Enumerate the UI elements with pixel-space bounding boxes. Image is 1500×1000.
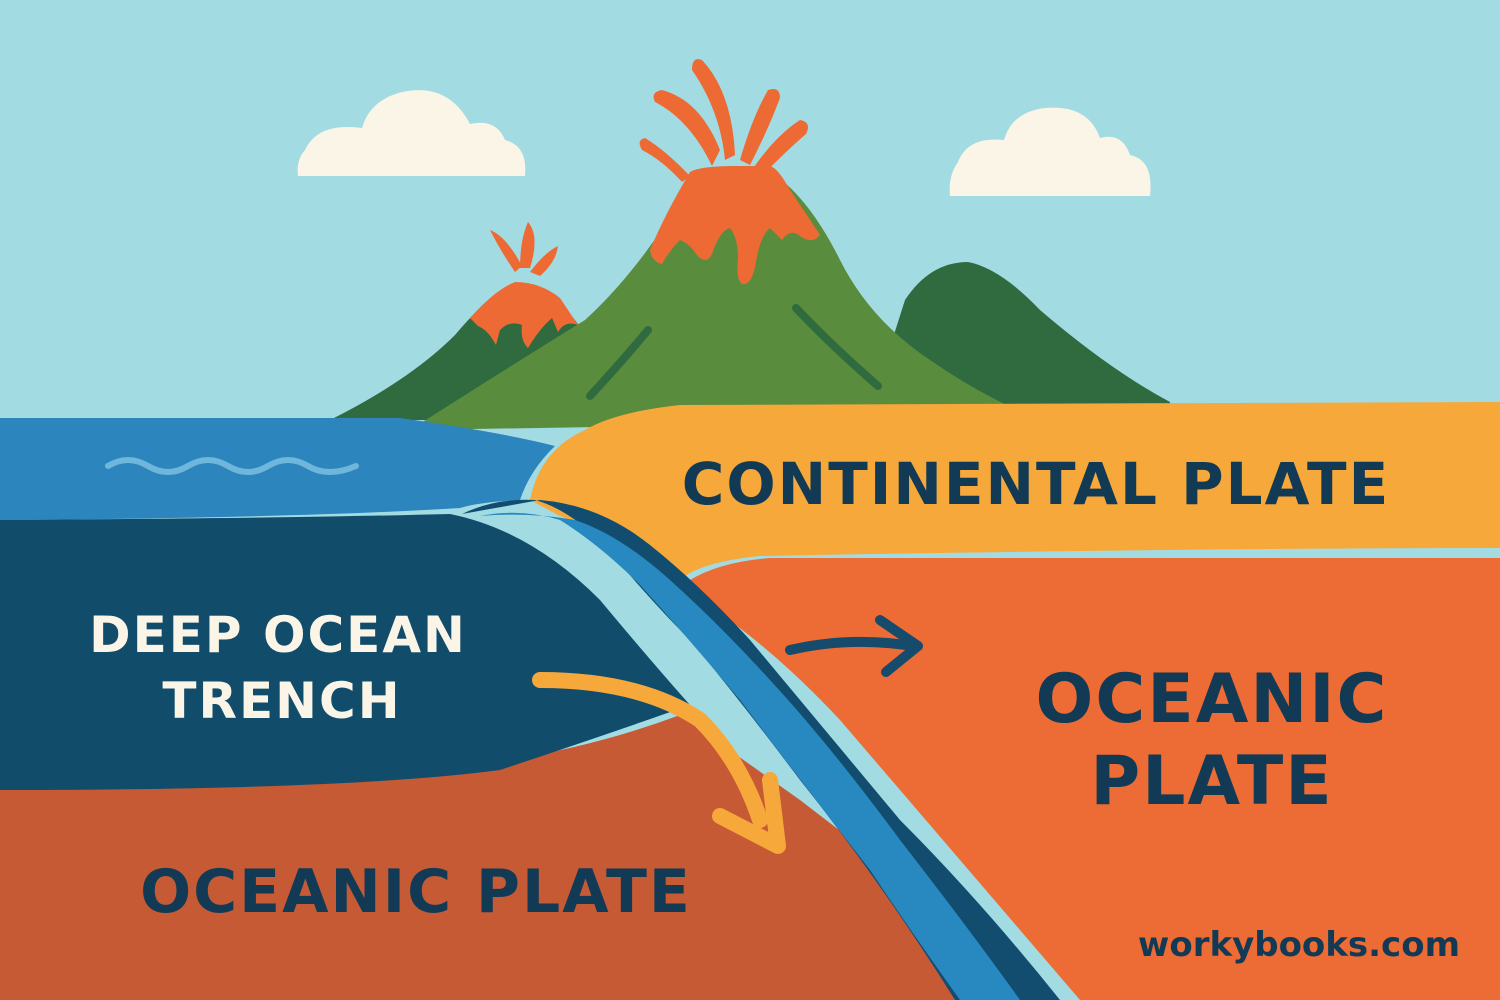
credit-text: workybooks.com — [1138, 925, 1460, 965]
oceanic-plate-right-label-line2: PLATE — [1090, 742, 1333, 821]
cloud-right — [949, 107, 1151, 196]
cloud-left — [297, 90, 526, 176]
oceanic-plate-right-label-line1: OCEANIC — [1036, 660, 1389, 739]
curved-arrow-down-head — [712, 772, 786, 854]
volcano-main-lava — [650, 166, 820, 285]
arrow-right-icon — [785, 636, 917, 655]
volcano-small-lava — [470, 282, 578, 348]
continental-plate-label: CONTINENTAL PLATE — [682, 450, 1390, 518]
ocean-waves — [105, 457, 359, 475]
deep-ocean-trench-label-line2: TRENCH — [162, 672, 401, 730]
deep-ocean-trench-label-line1: DEEP OCEAN — [89, 606, 467, 664]
deep-ocean-trench — [0, 514, 690, 790]
volcano-ridge-left — [586, 326, 652, 400]
ocean — [0, 418, 555, 520]
volcano-small-eruption — [490, 222, 558, 276]
curved-arrow-down-icon — [532, 672, 768, 828]
continental-plate — [530, 402, 1500, 580]
arrow-right-head — [875, 615, 923, 677]
volcano-main — [410, 175, 1040, 430]
volcano-ridge-right — [792, 304, 882, 390]
oceanic-plate-bottom-label: OCEANIC PLATE — [140, 857, 692, 927]
subducting-slab-inner — [480, 512, 1020, 1000]
volcano-main-eruption — [639, 59, 808, 182]
